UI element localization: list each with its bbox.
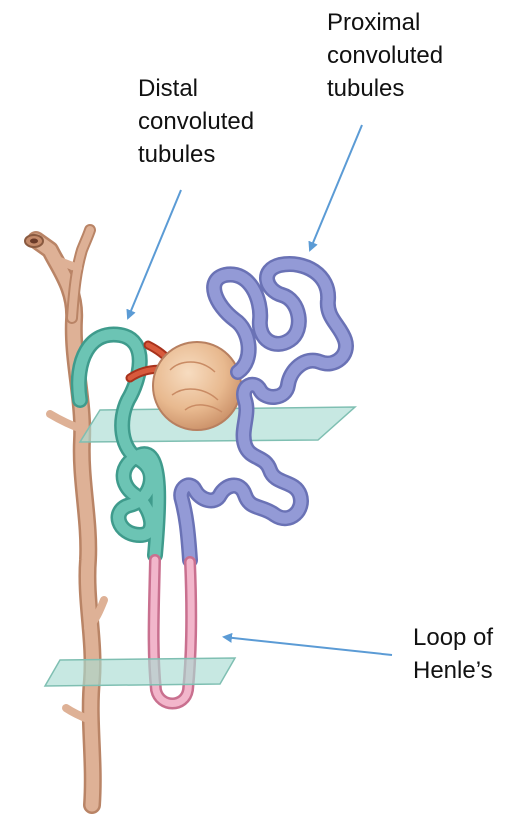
label-line: tubules	[327, 72, 443, 105]
label-proximal-convoluted-tubules: Proximal convoluted tubules	[327, 6, 443, 105]
arrow-proximal	[310, 125, 362, 250]
collecting-duct	[25, 230, 104, 805]
label-loop-of-henle: Loop of Henle’s	[413, 621, 493, 687]
label-line: Proximal	[327, 6, 443, 39]
label-line: Loop of	[413, 621, 493, 654]
arrow-loop	[224, 637, 392, 655]
glomerulus	[153, 342, 241, 430]
label-line: Distal	[138, 72, 254, 105]
label-line: convoluted	[138, 105, 254, 138]
label-line: convoluted	[327, 39, 443, 72]
label-line: Henle’s	[413, 654, 493, 687]
label-distal-convoluted-tubules: Distal convoluted tubules	[138, 72, 254, 171]
label-line: tubules	[138, 138, 254, 171]
arrow-distal	[128, 190, 181, 318]
lower-section-plane	[45, 658, 235, 686]
